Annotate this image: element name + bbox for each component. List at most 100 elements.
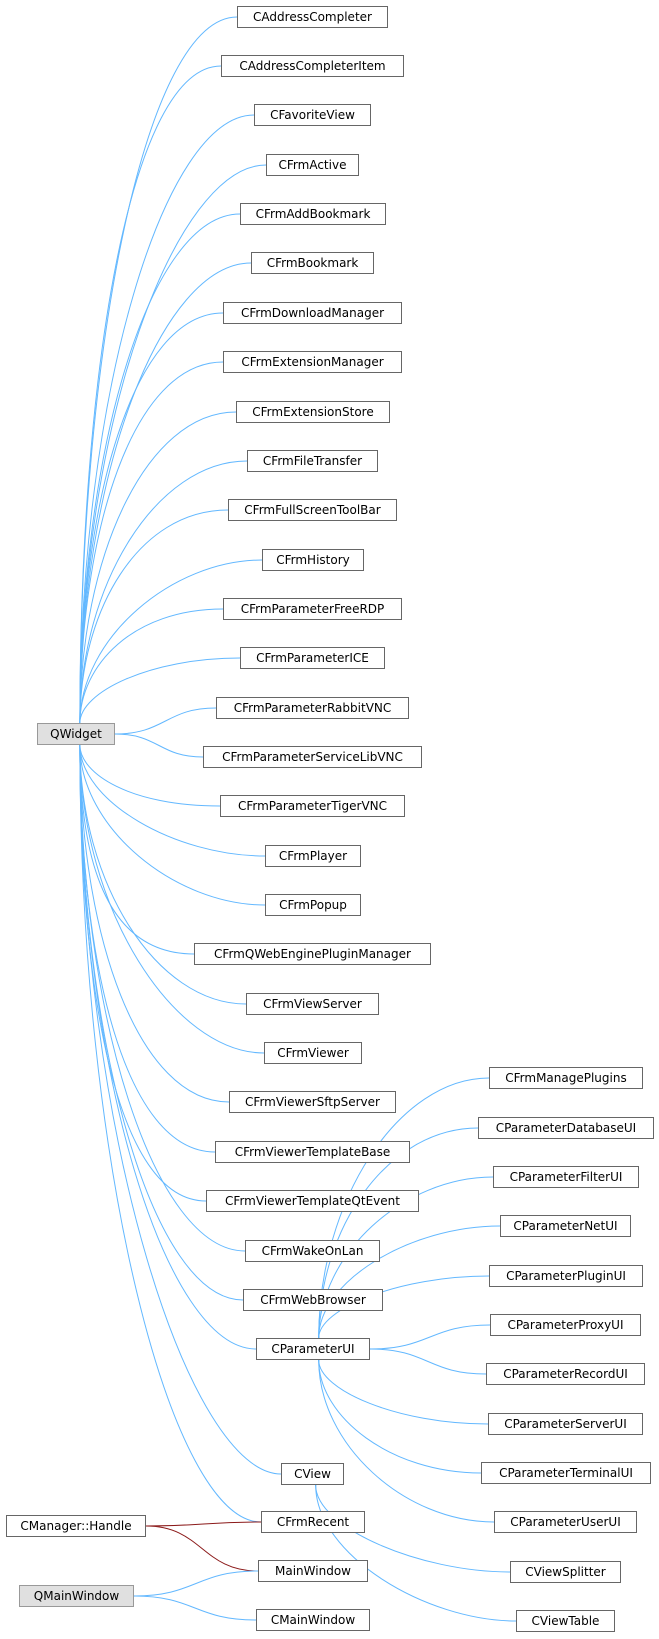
edge-cfavoriteview-to-qwidget <box>80 114 255 723</box>
node-label: CFrmViewer <box>277 1046 349 1060</box>
edge-layer <box>80 16 517 1622</box>
node-label: CFrmExtensionStore <box>252 405 374 419</box>
edge-cfrmextensionmanager-to-qwidget <box>80 361 224 723</box>
node-label: CParameterUserUI <box>510 1515 621 1529</box>
node-label: CParameterPluginUI <box>506 1269 626 1283</box>
node-label: CFrmParameterFreeRDP <box>240 602 385 616</box>
node-label: CFrmFullScreenToolBar <box>244 503 381 517</box>
node-label: CFrmParameterICE <box>256 651 369 665</box>
node-label: CParameterFilterUI <box>509 1170 623 1184</box>
node-cparameterterminalui[interactable]: CParameterTerminalUI <box>481 1462 651 1484</box>
node-label: CFrmViewerSftpServer <box>245 1095 380 1109</box>
node-cfrmrecent[interactable]: CFrmRecent <box>261 1511 365 1533</box>
edge-cfrmrecent-to-cmanagerhandle <box>146 1522 262 1526</box>
node-label: QWidget <box>50 727 102 741</box>
node-cfrmwebbrowser[interactable]: CFrmWebBrowser <box>243 1289 383 1311</box>
node-cfrmpopup[interactable]: CFrmPopup <box>265 894 361 916</box>
edge-cfrmfiletransfer-to-qwidget <box>80 460 248 723</box>
node-cfrmextensionmanager[interactable]: CFrmExtensionManager <box>223 351 402 373</box>
node-cmanager-handle[interactable]: CManager::Handle <box>6 1515 146 1537</box>
node-cfrmwakeonlan[interactable]: CFrmWakeOnLan <box>245 1240 380 1262</box>
node-cfrmplayer[interactable]: CFrmPlayer <box>265 845 361 867</box>
node-label: CFrmPopup <box>279 898 347 912</box>
node-cparameterrecordui[interactable]: CParameterRecordUI <box>486 1363 645 1385</box>
node-label: CParameterUI <box>271 1342 355 1356</box>
edge-cfrmplayer-to-qwidget <box>80 745 266 857</box>
node-cfrmaddbookmark[interactable]: CFrmAddBookmark <box>240 203 386 225</box>
node-cfrmfiletransfer[interactable]: CFrmFileTransfer <box>247 450 378 472</box>
node-cfrmactive[interactable]: CFrmActive <box>266 154 359 176</box>
node-cmainwindow[interactable]: CMainWindow <box>256 1609 370 1631</box>
edge-cfrmwakeonlan-to-qwidget <box>80 745 246 1252</box>
node-cparameterproxyui[interactable]: CParameterProxyUI <box>490 1314 641 1336</box>
node-label: CFrmHistory <box>276 553 350 567</box>
edge-cfrmrecent-to-qwidget <box>80 745 262 1523</box>
edge-mainwindow-to-qmainwindow <box>134 1570 259 1596</box>
node-cfrmparameterrabbitvnc[interactable]: CFrmParameterRabbitVNC <box>216 697 409 719</box>
node-label: CFavoriteView <box>270 108 355 122</box>
edge-cmainwindow-to-qmainwindow <box>134 1596 257 1621</box>
node-cfrmfullscreentoolbar[interactable]: CFrmFullScreenToolBar <box>228 499 397 521</box>
node-cfrmbookmark[interactable]: CFrmBookmark <box>251 252 374 274</box>
node-cfavoriteview[interactable]: CFavoriteView <box>254 104 371 126</box>
edge-cparameteruserui-to-cparameterui <box>319 1360 495 1523</box>
node-cfrmextensionstore[interactable]: CFrmExtensionStore <box>236 401 390 423</box>
node-label: MainWindow <box>275 1564 351 1578</box>
node-mainwindow[interactable]: MainWindow <box>258 1560 368 1582</box>
node-label: CFrmParameterRabbitVNC <box>233 701 392 715</box>
edge-cparameterui-to-qwidget <box>80 745 257 1350</box>
node-cfrmmanageplugins[interactable]: CFrmManagePlugins <box>489 1067 643 1089</box>
node-cparameteruserui[interactable]: CParameterUserUI <box>494 1511 637 1533</box>
node-cparameterui[interactable]: CParameterUI <box>256 1338 370 1360</box>
node-cfrmdownloadmanager[interactable]: CFrmDownloadManager <box>223 302 402 324</box>
node-label: CFrmRecent <box>276 1515 350 1529</box>
node-label: CFrmParameterTigerVNC <box>237 799 388 813</box>
node-cfrmviewertemplatebase[interactable]: CFrmViewerTemplateBase <box>215 1141 410 1163</box>
node-qmainwindow[interactable]: QMainWindow <box>19 1585 134 1607</box>
edge-cfrmparameterrabbitvnc-to-qwidget <box>115 707 217 734</box>
edge-cfrmviewer-to-qwidget <box>80 745 265 1054</box>
node-label: CFrmWebBrowser <box>260 1293 366 1307</box>
node-label: CView <box>294 1467 331 1481</box>
node-cfrmparameterice[interactable]: CFrmParameterICE <box>240 647 385 669</box>
node-qwidget[interactable]: QWidget <box>37 723 115 745</box>
edge-cfrmpopup-to-qwidget <box>80 745 266 906</box>
edge-cfrmviewersftpserver-to-qwidget <box>80 745 230 1103</box>
edge-cfrmviewserver-to-qwidget <box>80 745 247 1005</box>
edge-cfrmparameterservicelibvnc-to-qwidget <box>115 734 204 758</box>
node-cfrmhistory[interactable]: CFrmHistory <box>262 549 364 571</box>
node-cfrmviewserver[interactable]: CFrmViewServer <box>246 993 379 1015</box>
node-label: CFrmActive <box>278 158 347 172</box>
node-label: CParameterTerminalUI <box>499 1466 633 1480</box>
node-label: CViewSplitter <box>525 1565 606 1579</box>
edge-cfrmextensionstore-to-qwidget <box>80 411 237 723</box>
node-cviewsplitter[interactable]: CViewSplitter <box>510 1561 621 1583</box>
edge-cfrmparameterfreerdp-to-qwidget <box>80 608 224 723</box>
node-cparameterdatabaseui[interactable]: CParameterDatabaseUI <box>478 1117 654 1139</box>
node-cfrmqwebenginepluginmanager[interactable]: CFrmQWebEnginePluginManager <box>194 943 431 965</box>
node-caddresscompleteritem[interactable]: CAddressCompleterItem <box>221 55 404 77</box>
edge-cfrmparameterice-to-qwidget <box>80 657 241 723</box>
node-caddresscompleter[interactable]: CAddressCompleter <box>237 6 388 28</box>
node-cparameterserverui[interactable]: CParameterServerUI <box>488 1413 643 1435</box>
edge-cviewsplitter-to-cview <box>316 1485 511 1573</box>
node-cfrmviewertemplateqtevent[interactable]: CFrmViewerTemplateQtEvent <box>206 1190 419 1212</box>
node-label: QMainWindow <box>33 1589 120 1603</box>
node-cview[interactable]: CView <box>281 1463 344 1485</box>
node-cfrmviewer[interactable]: CFrmViewer <box>264 1042 362 1064</box>
node-label: CManager::Handle <box>20 1519 132 1533</box>
node-cparameterpluginui[interactable]: CParameterPluginUI <box>489 1265 643 1287</box>
node-cfrmparameterservicelibvnc[interactable]: CFrmParameterServiceLibVNC <box>203 746 422 768</box>
node-label: CParameterProxyUI <box>507 1318 624 1332</box>
edge-cview-to-qwidget <box>80 745 282 1475</box>
node-cfrmparametertigervnc[interactable]: CFrmParameterTigerVNC <box>220 795 405 817</box>
node-cfrmviewersftpserver[interactable]: CFrmViewerSftpServer <box>229 1091 396 1113</box>
node-label: CFrmWakeOnLan <box>261 1244 364 1258</box>
node-label: CParameterNetUI <box>513 1219 618 1233</box>
node-cfrmparameterfreerdp[interactable]: CFrmParameterFreeRDP <box>223 598 402 620</box>
node-cparameterfilterui[interactable]: CParameterFilterUI <box>493 1166 639 1188</box>
node-label: CFrmManagePlugins <box>505 1071 627 1085</box>
edge-cfrmaddbookmark-to-qwidget <box>80 213 241 723</box>
node-cviewtable[interactable]: CViewTable <box>516 1610 615 1632</box>
node-cparameternetui[interactable]: CParameterNetUI <box>500 1215 631 1237</box>
